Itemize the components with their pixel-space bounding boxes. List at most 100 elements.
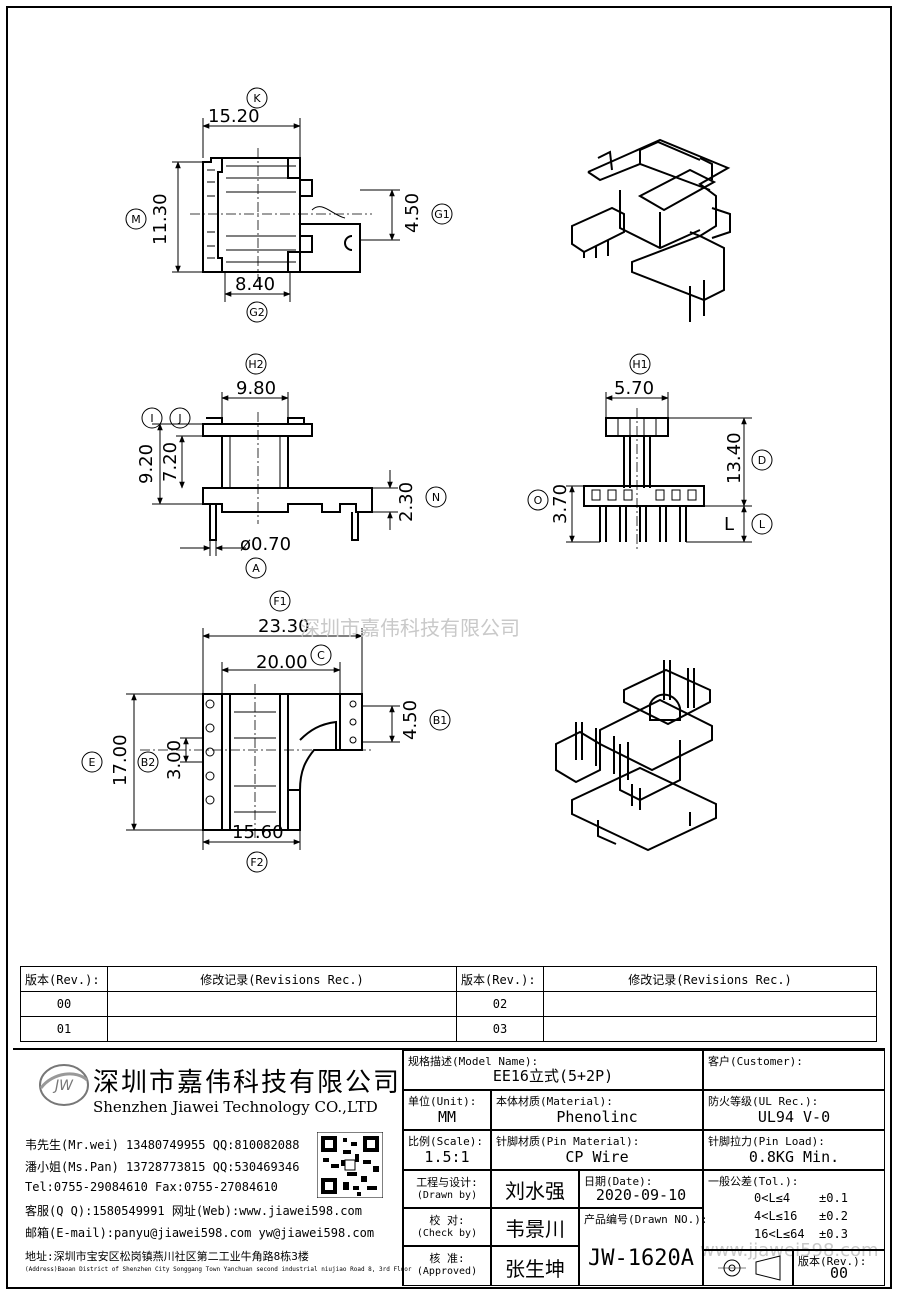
material-cell: 本体材质(Material): Phenolinc xyxy=(491,1090,703,1130)
dim-h2-balloon xyxy=(245,353,267,375)
dim-f1-value: 23.30 xyxy=(258,616,310,637)
pin-material-value: CP Wire xyxy=(565,1148,629,1166)
dim-i-tag: I xyxy=(150,412,153,425)
projection-symbol-icon xyxy=(718,1255,781,1281)
qr-code-icon xyxy=(317,1132,383,1198)
revision-label: 版本(Rev.): xyxy=(798,1255,867,1268)
dim-b1-value: 4.50 xyxy=(400,700,421,740)
drawn-by-cell: 刘水强 xyxy=(491,1170,579,1208)
dim-g1-tag: G1 xyxy=(434,208,450,221)
dim-h1-tag: H1 xyxy=(632,358,647,371)
revisions-table: 版本(Rev.): 修改记录(Revisions Rec.) 版本(Rev.):… xyxy=(20,966,877,1042)
dim-a-balloon xyxy=(245,557,267,579)
unit-value: MM xyxy=(437,1108,457,1126)
date-value: 2020-09-10 xyxy=(595,1186,687,1204)
drawing-frame xyxy=(6,6,892,1289)
dim-b1-tag: B1 xyxy=(433,714,448,727)
drawn-by-label-cell: 工程与设计: (Drawn by) xyxy=(403,1170,491,1208)
model-label: 规格描述(Model Name): xyxy=(408,1055,539,1068)
dim-a-value: ø0.70 xyxy=(240,534,291,555)
dim-e-value: 17.00 xyxy=(110,734,131,786)
dim-k-balloon xyxy=(246,87,268,109)
model-value: EE16立式(5+2P) xyxy=(492,1067,614,1085)
dim-d-value: 13.40 xyxy=(724,432,745,484)
dim-m-tag: M xyxy=(131,213,141,226)
dim-h1-balloon xyxy=(629,353,651,375)
dim-f2-value: 15.60 xyxy=(232,822,284,843)
tolerance-row: 16<L≤64 ±0.3 xyxy=(754,1227,848,1241)
rev-cell: 03 xyxy=(456,1016,544,1042)
rev-cell: 01 xyxy=(20,1016,108,1042)
drawn-by-value: 刘水强 xyxy=(505,1179,565,1203)
dim-a-tag: A xyxy=(252,562,260,575)
dim-g1-value: 4.50 xyxy=(402,193,423,233)
rec-cell xyxy=(107,1016,457,1042)
top-view xyxy=(172,118,400,302)
rec-header-left: 修改记录(Revisions Rec.) xyxy=(107,966,457,992)
tolerance-cell: 一般公差(Tol.): 0<L≤4 ±0.1 4<L≤16 ±0.2 16<L≤… xyxy=(703,1170,885,1250)
contact-line: 邮箱(E-mail):panyu@jiawei598.com yw@jiawei… xyxy=(25,1226,375,1240)
dim-l-tag: L xyxy=(759,518,766,531)
drawing-no-label: 产品编号(Drawn NO.): xyxy=(584,1213,708,1226)
dim-n-tag: N xyxy=(432,491,440,504)
dim-h1-value: 5.70 xyxy=(614,378,654,399)
dim-i-balloon xyxy=(141,407,163,429)
revision-cell: 版本(Rev.): 00 xyxy=(793,1250,885,1286)
dim-l-balloon xyxy=(751,513,773,535)
dim-e-balloon xyxy=(81,751,103,773)
isometric-view-bottom xyxy=(555,660,717,852)
pin-material-label: 针脚材质(Pin Material): xyxy=(496,1135,640,1148)
contact-line: 潘小姐(Ms.Pan) 13728773815 QQ:530469346 xyxy=(25,1160,300,1174)
check-by-cell: 韦景川 xyxy=(491,1208,579,1246)
date-cell: 日期(Date): 2020-09-10 xyxy=(579,1170,703,1208)
rev-header-right: 版本(Rev.): xyxy=(456,966,544,992)
dim-f2-balloon xyxy=(246,851,268,873)
approved-label-cell: 核 准: (Approved) xyxy=(403,1246,491,1286)
table-row: 01 03 xyxy=(20,1016,877,1042)
dim-g1-balloon xyxy=(431,203,453,225)
rev-header-left: 版本(Rev.): xyxy=(20,966,108,992)
company-name-en: Shenzhen Jiawei Technology CO.,LTD xyxy=(93,1098,378,1116)
bottom-view xyxy=(126,628,400,850)
company-name-cn: 深圳市嘉伟科技有限公司 xyxy=(93,1068,402,1098)
table-row: 00 02 xyxy=(20,991,877,1017)
dim-k-tag: K xyxy=(253,92,261,105)
revisions-header-row: 版本(Rev.): 修改记录(Revisions Rec.) 版本(Rev.):… xyxy=(20,966,877,992)
company-area: JW 深圳市嘉伟科技有限公司 Shenzhen Jiawei Technolog… xyxy=(13,1050,412,1286)
dim-c-tag: C xyxy=(317,649,325,662)
drawn-by-label-en: (Drawn by) xyxy=(416,1190,478,1201)
tolerance-label: 一般公差(Tol.): xyxy=(708,1175,799,1188)
ul-cell: 防火等级(UL Rec.): UL94 V-0 xyxy=(703,1090,885,1130)
address-en: (Address)Baoan District of Shenzhen City… xyxy=(25,1266,412,1273)
dim-g2-tag: G2 xyxy=(249,306,265,319)
dim-c-value: 20.00 xyxy=(256,652,308,673)
scale-cell: 比例(Scale): 1.5:1 xyxy=(403,1130,491,1170)
watermark-company: 深圳市嘉伟科技有限公司 xyxy=(300,616,520,640)
projection-symbol-cell xyxy=(703,1250,793,1286)
model-cell: 规格描述(Model Name): EE16立式(5+2P) xyxy=(403,1050,703,1090)
dim-b1-balloon xyxy=(429,709,451,731)
approved-label: 核 准: xyxy=(429,1252,465,1265)
dim-g2-value: 8.40 xyxy=(235,274,275,295)
dim-m-balloon xyxy=(125,208,147,230)
dim-o-value: 3.70 xyxy=(550,484,571,524)
dim-f1-tag: F1 xyxy=(273,595,286,608)
rec-cell xyxy=(543,991,877,1017)
dim-l-value: L xyxy=(724,514,734,535)
date-label: 日期(Date): xyxy=(584,1175,653,1188)
dim-d-tag: D xyxy=(758,454,766,467)
address-cn: 地址:深圳市宝安区松岗镇燕川社区第二工业牛角路8栋3楼 xyxy=(25,1250,309,1263)
dim-c-balloon xyxy=(310,644,332,666)
ul-label: 防火等级(UL Rec.): xyxy=(708,1095,819,1108)
tolerance-row: 0<L≤4 ±0.1 xyxy=(754,1191,848,1205)
tolerance-row: 4<L≤16 ±0.2 xyxy=(754,1209,848,1223)
contact-line: 客服(Q Q):1580549991 网址(Web):www.jiawei598… xyxy=(25,1204,362,1218)
isometric-view-top xyxy=(571,138,731,322)
approved-label-en: (Approved) xyxy=(416,1266,478,1277)
dim-o-tag: O xyxy=(534,494,543,507)
material-label: 本体材质(Material): xyxy=(496,1095,613,1108)
dim-o-balloon xyxy=(527,489,549,511)
scale-label: 比例(Scale): xyxy=(408,1135,483,1148)
check-by-label-en: (Check by) xyxy=(416,1228,478,1239)
dim-b2-value: 3.00 xyxy=(164,740,185,780)
